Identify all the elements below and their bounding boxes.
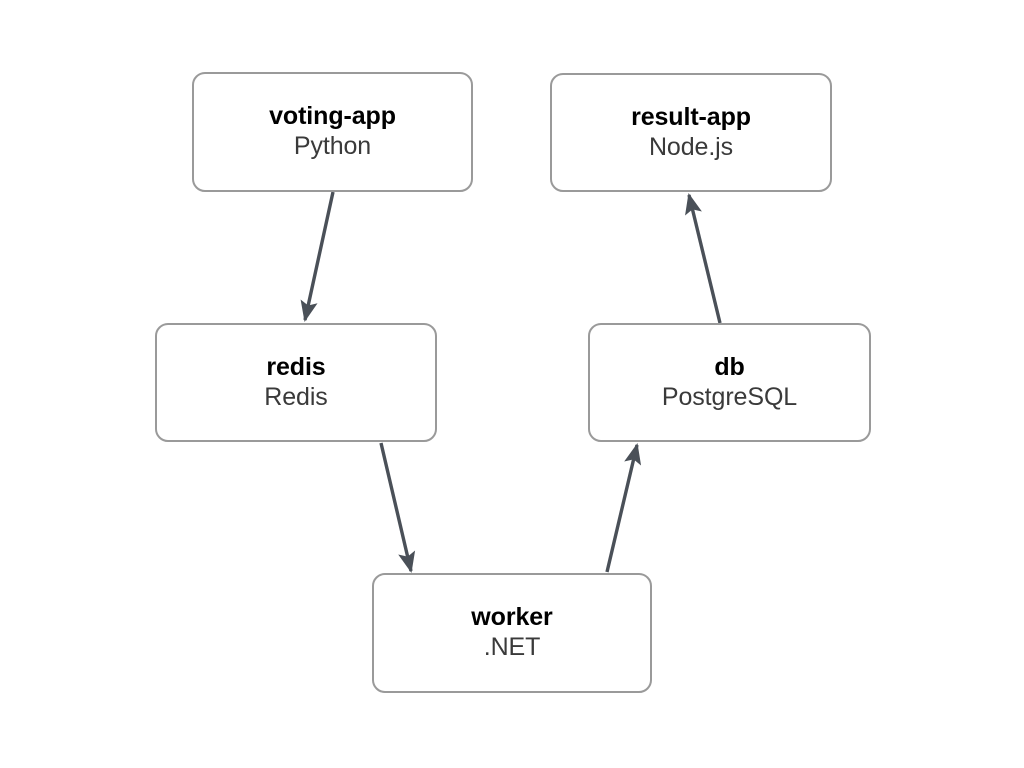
node-subtitle: Python — [293, 132, 372, 161]
node-title: worker — [471, 603, 553, 632]
edge-voting-app-to-redis — [300, 191, 335, 322]
node-title: voting-app — [269, 102, 396, 131]
edge-worker-to-db — [605, 443, 642, 573]
node-worker[interactable]: worker .NET — [372, 573, 652, 693]
node-db[interactable]: db PostgreSQL — [588, 323, 871, 442]
node-voting-app[interactable]: voting-app Python — [192, 72, 473, 192]
node-title: result-app — [631, 102, 751, 131]
node-subtitle: Node.js — [648, 132, 734, 161]
node-redis[interactable]: redis Redis — [155, 323, 437, 442]
edge-db-to-result-app — [685, 193, 722, 324]
node-title: redis — [266, 352, 326, 381]
edge-redis-to-worker — [379, 442, 416, 573]
node-result-app[interactable]: result-app Node.js — [550, 73, 832, 192]
node-subtitle: PostgreSQL — [661, 382, 798, 411]
node-subtitle: Redis — [264, 382, 328, 411]
node-title: db — [714, 352, 745, 381]
node-subtitle: .NET — [483, 633, 541, 662]
